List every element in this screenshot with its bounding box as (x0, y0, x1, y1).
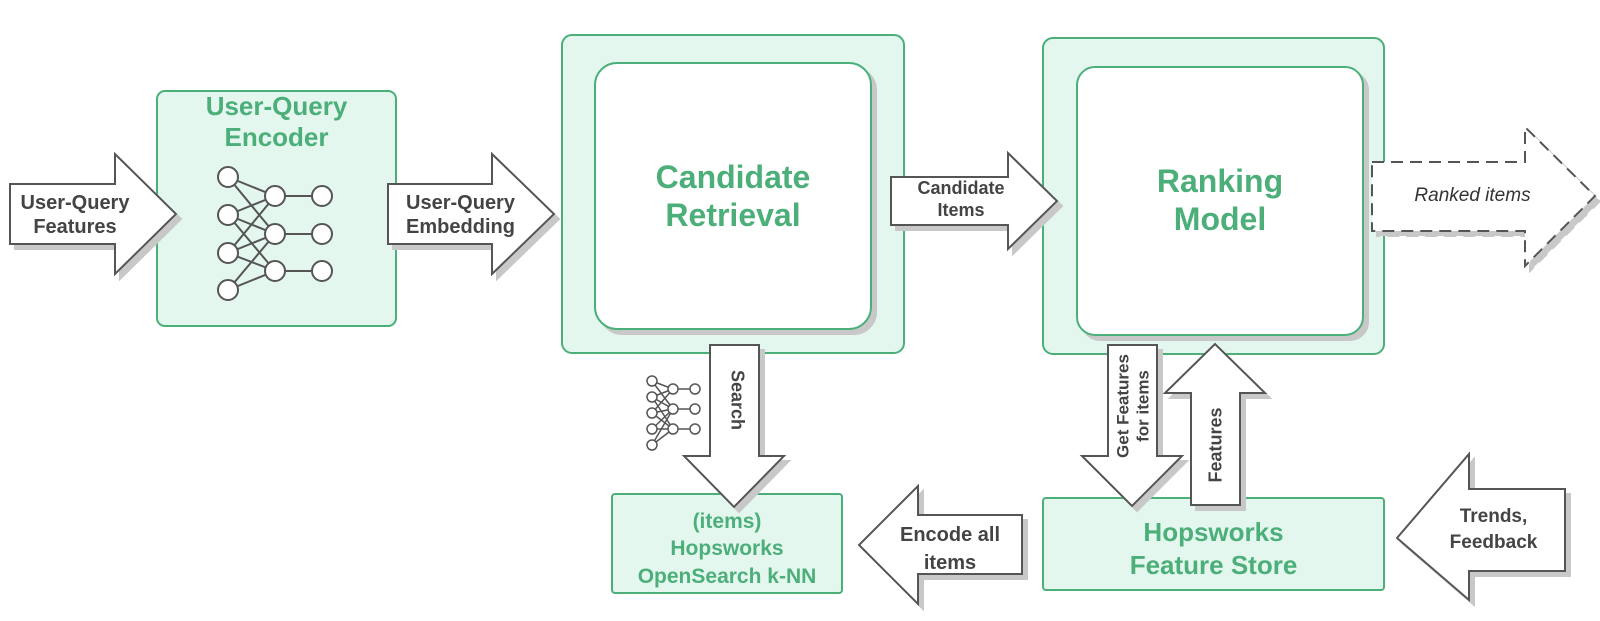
candidate-items-label: Candidate Items (917, 178, 1005, 220)
retrieval-title: Candidate Retrieval (655, 159, 811, 234)
user-query-embedding-label: User-Query Embedding (406, 192, 515, 238)
user-query-features-arrow (9, 151, 178, 277)
knn-title: (items) Hopsworks OpenSearch k-NN (637, 510, 817, 588)
features-arrow (1162, 342, 1268, 506)
encode-all-items-label: Encode all items (899, 524, 1001, 574)
features-label: Features (1205, 407, 1226, 483)
retrieval-inner-box (594, 62, 872, 330)
get-features-arrow (1079, 344, 1185, 508)
search-label: Search (727, 369, 748, 431)
search-arrow (681, 344, 787, 509)
ranking-title: Ranking Model (1156, 163, 1284, 238)
trends-feedback-label: Trends, Feedback (1449, 506, 1538, 553)
encode-all-items-arrow (857, 483, 1023, 607)
trends-feedback-arrow (1395, 451, 1566, 603)
encoder-title: User-Query Encoder (205, 91, 348, 153)
ranked-items-arrow (1371, 124, 1597, 269)
ranking-inner-box (1076, 66, 1364, 336)
user-query-embedding-arrow (387, 151, 556, 277)
ranked-items-label: Ranked items (1414, 185, 1531, 206)
candidate-items-arrow (890, 150, 1059, 252)
small-neural-network-icon (646, 375, 701, 451)
feature-store-title: Hopsworks Feature Store (1129, 517, 1298, 580)
get-features-label: Get Features for items (1113, 354, 1152, 458)
neural-network-icon (217, 166, 333, 301)
user-query-features-label: User-Query Features (20, 192, 130, 238)
